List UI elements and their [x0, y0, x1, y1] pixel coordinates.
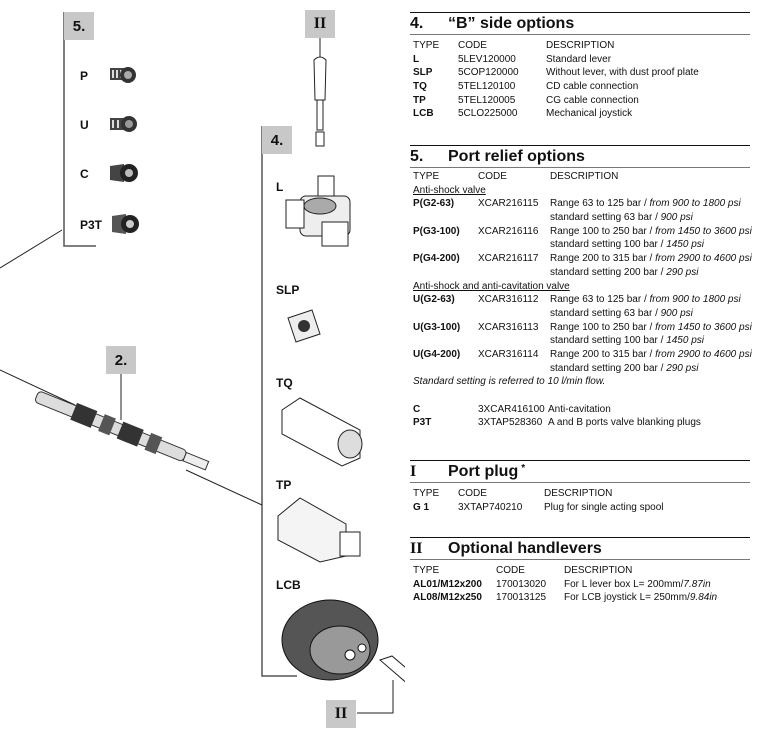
- section-b-side-options: 4. “B” side options TYPE CODE DESCRIPTION L…: [410, 12, 750, 121]
- lever-label-tp: TP: [276, 478, 292, 492]
- group-heading: Anti-shock valve: [413, 184, 486, 196]
- callout-2: 2.: [106, 346, 136, 374]
- footnote-mark: *: [521, 463, 526, 474]
- callout-4: 4.: [262, 126, 292, 154]
- port-label-c: C: [80, 167, 89, 181]
- callout-II-top: II: [305, 10, 335, 38]
- lever-label-slp: SLP: [276, 283, 300, 297]
- col-description: DESCRIPTION: [546, 40, 615, 51]
- lever-box-l-icon: [285, 175, 351, 247]
- valve-u-icon: [110, 116, 137, 132]
- bracket-4: [261, 126, 297, 677]
- leader-line: [185, 469, 263, 506]
- col-code: CODE: [458, 40, 487, 51]
- lever-label-tq: TQ: [276, 376, 293, 390]
- leader-line: [0, 369, 76, 406]
- cable-connection-tp-icon: [277, 497, 361, 563]
- col-type: TYPE: [413, 40, 440, 51]
- leader-line: [357, 680, 394, 714]
- section-title: Port plug: [448, 463, 519, 480]
- callout-5: 5.: [64, 12, 94, 40]
- dust-plate-slp-icon: [287, 309, 321, 343]
- section-title: “B” side options: [448, 15, 575, 32]
- section-number: 5.: [410, 148, 424, 165]
- lever-handle-top-icon: [313, 56, 327, 147]
- lever-handle-bottom-icon: [379, 655, 405, 683]
- joystick-lcb-icon: [281, 599, 379, 681]
- exploded-parts-diagram: [0, 12, 405, 714]
- section-title: Optional handlevers: [448, 540, 602, 557]
- port-label-p3t: P3T: [80, 218, 103, 232]
- valve-p3t-icon: [112, 214, 139, 234]
- valve-p-icon: [110, 67, 136, 83]
- valve-c-icon: [110, 164, 138, 182]
- spool-icon: [35, 391, 210, 471]
- footnote: Standard setting is referred to 10 l/min…: [413, 376, 606, 388]
- cable-connection-tq-icon: [281, 397, 363, 467]
- lever-label-l: L: [276, 180, 284, 194]
- callout-II-bottom: II: [326, 700, 356, 728]
- port-label-p: P: [80, 69, 89, 83]
- leader-line: [0, 229, 63, 269]
- section-number: I: [410, 463, 417, 480]
- port-label-u: U: [80, 118, 89, 132]
- group-heading: Anti-shock and anti-cavitation valve: [413, 280, 570, 292]
- lever-label-lcb: LCB: [276, 578, 301, 592]
- section-number: 4.: [410, 15, 424, 32]
- section-title: Port relief options: [448, 148, 585, 165]
- bracket-5: [63, 12, 96, 247]
- section-number: II: [410, 540, 423, 557]
